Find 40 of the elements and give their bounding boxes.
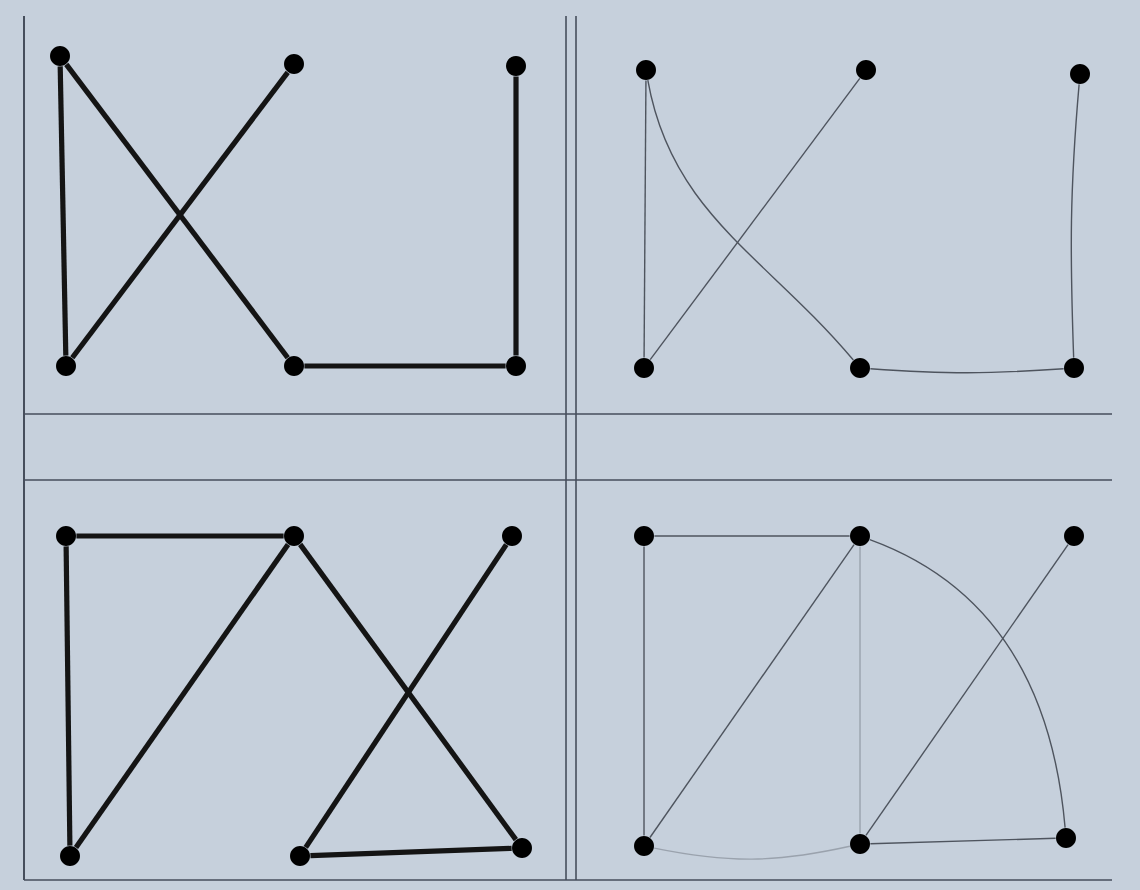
dot <box>284 526 304 546</box>
dot <box>284 54 304 74</box>
dot <box>850 526 870 546</box>
line <box>859 545 861 835</box>
line <box>649 543 855 839</box>
dot <box>1064 358 1084 378</box>
line <box>310 845 512 859</box>
dot <box>506 56 526 76</box>
dot <box>50 46 70 66</box>
line <box>76 533 284 539</box>
line <box>653 845 851 860</box>
dot <box>636 60 656 80</box>
dot <box>290 846 310 866</box>
line <box>869 368 1065 374</box>
line <box>643 79 647 359</box>
line <box>73 543 291 849</box>
line <box>63 546 73 846</box>
dot <box>1070 64 1090 84</box>
dot <box>850 358 870 378</box>
line <box>513 76 519 356</box>
line <box>304 363 506 369</box>
dot <box>634 526 654 546</box>
dot <box>634 836 654 856</box>
dot <box>502 526 522 546</box>
line <box>57 66 69 356</box>
dot <box>856 60 876 80</box>
dot <box>1064 526 1084 546</box>
dot <box>1056 828 1076 848</box>
dot <box>56 356 76 376</box>
dot <box>56 526 76 546</box>
line <box>643 545 645 837</box>
dot <box>506 356 526 376</box>
line <box>653 535 851 537</box>
dot <box>850 834 870 854</box>
dot <box>60 846 80 866</box>
dot <box>634 358 654 378</box>
dot <box>512 838 532 858</box>
line <box>869 837 1057 845</box>
line <box>1070 83 1080 359</box>
dot <box>284 356 304 376</box>
